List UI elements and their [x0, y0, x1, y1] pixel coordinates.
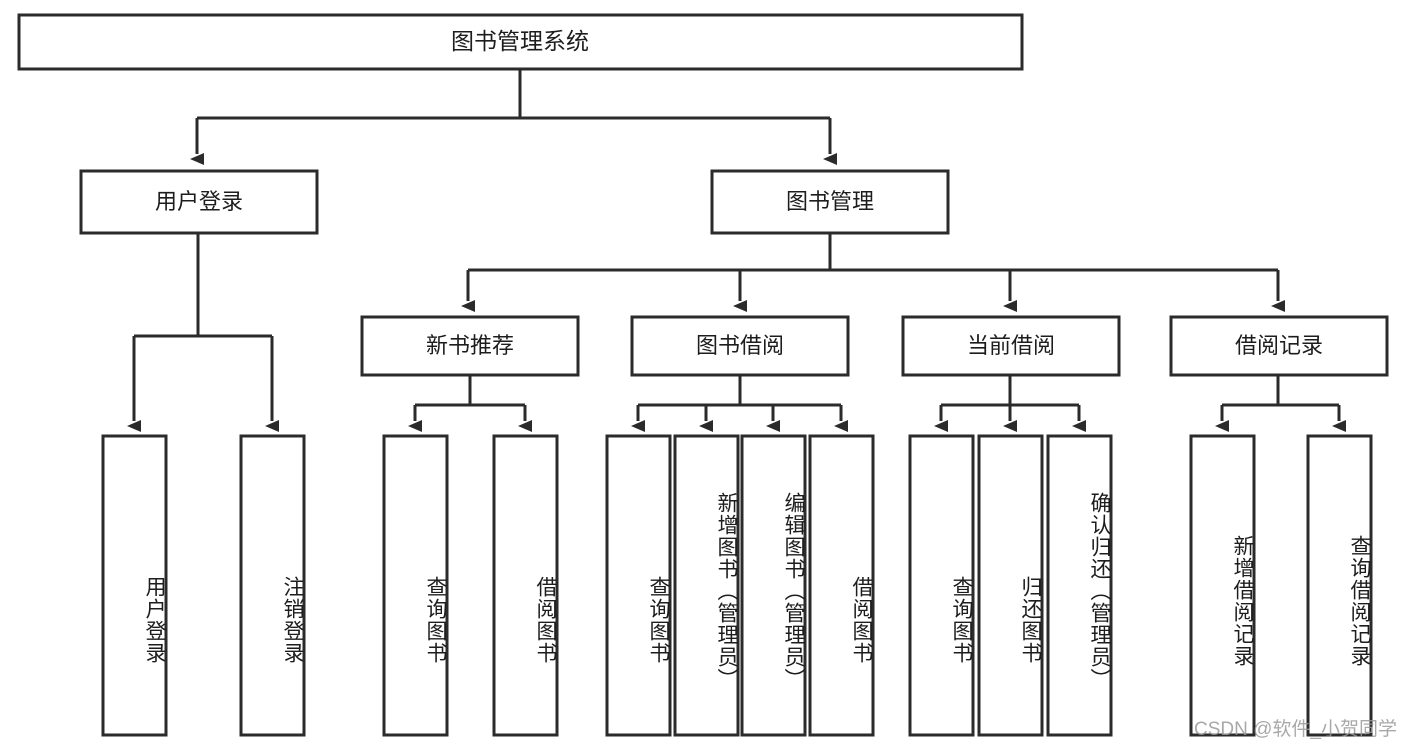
connector-bookmgmt-to-level3 [461, 233, 1285, 312]
node-current-borrow[interactable]: 当前借阅 [901, 315, 1121, 377]
node-book-borrow[interactable]: 图书借阅 [630, 315, 850, 377]
leaf-currentborrow-2[interactable] [977, 434, 1044, 737]
node-book-management[interactable]: 图书管理 [710, 169, 950, 235]
leaf-borrowrecord-1[interactable] [1189, 434, 1256, 737]
node-book-borrow-label: 图书借阅 [696, 333, 784, 358]
node-borrow-record[interactable]: 借阅记录 [1169, 315, 1389, 377]
leaf-bookborrow-4[interactable] [808, 434, 875, 737]
node-current-borrow-label: 当前借阅 [967, 333, 1055, 358]
node-borrow-record-label: 借阅记录 [1235, 333, 1323, 358]
leaf-bookborrow-3[interactable] [740, 434, 807, 737]
connector-root-to-level2 [190, 69, 837, 165]
connector-currentborrow-to-leaves [934, 375, 1086, 432]
leaf-currentborrow-1[interactable] [908, 434, 975, 737]
leaf-user-login-1[interactable] [101, 434, 168, 737]
connector-borrowrecord-to-leaves [1215, 375, 1346, 432]
leaf-user-login-2[interactable] [239, 434, 306, 737]
connector-userlogin-to-leaves [127, 233, 279, 432]
node-book-management-label: 图书管理 [786, 189, 874, 214]
leaf-newbook-2[interactable] [492, 434, 559, 737]
node-new-book-recommend[interactable]: 新书推荐 [360, 315, 580, 377]
node-user-login[interactable]: 用户登录 [79, 169, 319, 235]
csdn-watermark: CSDN @软件_小贺同学 [1194, 719, 1397, 740]
leaf-newbook-1[interactable] [382, 434, 449, 737]
leaf-currentborrow-3[interactable] [1046, 434, 1113, 737]
node-new-book-recommend-label: 新书推荐 [426, 333, 514, 358]
node-root-system[interactable]: 图书管理系统 [17, 13, 1024, 71]
leaf-bookborrow-1[interactable] [605, 434, 672, 737]
leaf-borrowrecord-2[interactable] [1306, 434, 1373, 737]
node-user-login-label: 用户登录 [155, 189, 243, 214]
node-root-label: 图书管理系统 [451, 28, 589, 54]
connector-bookborrow-to-leaves [631, 375, 848, 432]
connector-newbook-to-leaves [408, 375, 532, 432]
leaf-bookborrow-2[interactable] [673, 434, 740, 737]
